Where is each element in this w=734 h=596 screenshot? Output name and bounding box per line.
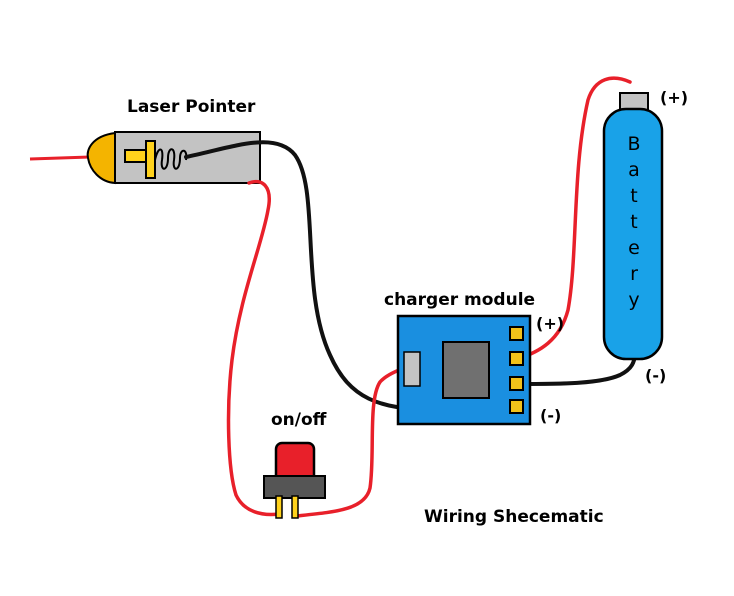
switch-pin-left [275, 495, 283, 519]
battery-letter: y [628, 289, 639, 311]
charger-module-label: charger module [384, 290, 535, 310]
module-usb-port [403, 351, 421, 387]
charger-module: charger module (+) (-) [384, 290, 564, 426]
wire-red-module-to-battery [515, 76, 632, 361]
switch-base [263, 475, 326, 499]
switch-label: on/off [271, 410, 327, 430]
battery-letter: B [627, 133, 640, 155]
module-plus-label: (+) [536, 314, 564, 333]
laser-spring [154, 148, 188, 170]
module-terminal-out-plus [509, 326, 524, 341]
laser-beam [29, 155, 91, 161]
laser-diode-plate [124, 149, 148, 163]
laser-pointer-label: Laser Pointer [127, 97, 256, 117]
module-chip [442, 341, 490, 399]
on-off-switch: on/off [263, 410, 327, 519]
wire-black-module-to-battery [515, 350, 637, 386]
module-terminal-bat-plus [509, 351, 524, 366]
battery-letter: t [630, 185, 637, 207]
battery-minus-label: (-) [645, 366, 666, 385]
module-terminal-bat-minus [509, 376, 524, 391]
battery-letter: e [628, 237, 640, 259]
diagram-caption: Wiring Shecematic [424, 507, 604, 527]
battery-body [602, 107, 664, 361]
battery-letter: a [628, 159, 640, 181]
laser-pointer: Laser Pointer [29, 97, 261, 185]
laser-diode-post [145, 140, 156, 179]
module-terminal-out-minus [509, 399, 524, 414]
battery-plus-label: (+) [660, 88, 688, 107]
module-minus-label: (-) [540, 406, 561, 425]
battery-letter: r [630, 263, 638, 285]
wire-red-laser-to-switch [226, 179, 281, 517]
laser-lens [86, 131, 116, 185]
switch-pin-right [291, 495, 299, 519]
battery-letter: t [630, 211, 637, 233]
